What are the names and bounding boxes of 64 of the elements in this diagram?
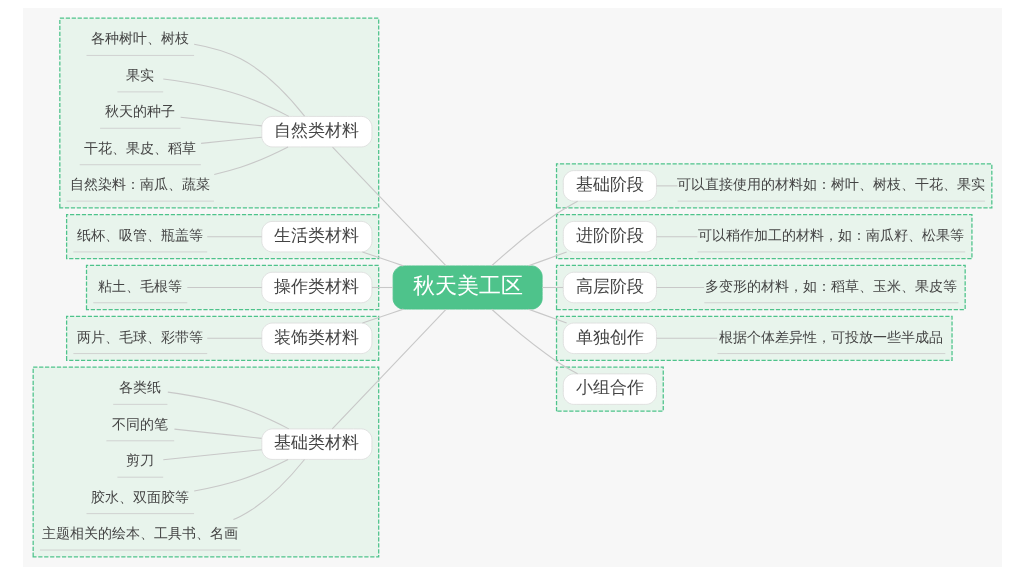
connector (206, 236, 262, 238)
node-text: 可以稍作加工的材料，如：南瓜籽、松果等 (697, 226, 964, 243)
node-text: 秋天的种子 (104, 103, 175, 120)
node-box: 秋天美工区 (392, 265, 543, 310)
connector (370, 286, 393, 289)
cluster (555, 315, 953, 361)
node-box: 单独创作 (562, 322, 657, 354)
connector (162, 78, 289, 117)
node-box: 基础阶段 (562, 170, 657, 202)
node-text: 粘土、毛根等 (97, 277, 182, 294)
cluster (58, 17, 379, 209)
connector (527, 251, 567, 267)
cluster (32, 366, 379, 558)
connector (213, 146, 289, 175)
node-text: 各种树叶、树枝 (90, 30, 189, 47)
node-text: 多变形的材料，如：稻草、玉米、果皮等 (704, 277, 957, 294)
node-text: 不同的笔 (111, 415, 168, 432)
cluster (65, 214, 379, 260)
connector (655, 236, 698, 238)
cluster (555, 264, 966, 311)
connector (541, 286, 564, 289)
cluster (555, 163, 992, 209)
connector (200, 136, 262, 144)
node-box: 生活类材料 (260, 221, 372, 253)
node-text: 主题相关的绘本、工具书、名画 (41, 525, 238, 542)
node-box: 进阶阶段 (562, 221, 657, 253)
connector (162, 449, 262, 461)
connector (655, 337, 718, 339)
cluster (555, 366, 664, 412)
node-text: 自然染料：南瓜、蔬菜 (69, 176, 210, 193)
node-text: 干花、果皮、稻草 (83, 139, 196, 156)
node-text: 两片、毛球、彩带等 (76, 328, 203, 345)
connector (490, 308, 578, 375)
connector (490, 200, 578, 267)
connector (331, 146, 447, 267)
node-box: 基础类材料 (260, 428, 372, 460)
connector (166, 391, 289, 430)
connector (527, 308, 567, 324)
connector (232, 458, 305, 521)
connector (206, 337, 262, 339)
node-text: 各类纸 (118, 379, 161, 396)
cluster (85, 264, 379, 311)
cluster (65, 315, 379, 361)
node-box: 小组合作 (562, 373, 657, 405)
connector (655, 286, 705, 289)
connector (193, 43, 305, 117)
node-box: 高层阶段 (562, 271, 657, 304)
connector (186, 286, 262, 289)
connector (193, 458, 289, 492)
node-text: 果实 (125, 66, 154, 83)
cluster (555, 214, 973, 260)
connector (331, 308, 447, 430)
connector (361, 308, 404, 324)
node-text: 剪刀 (125, 452, 154, 469)
node-box: 操作类材料 (260, 271, 372, 304)
connector (361, 251, 404, 267)
node-text: 胶水、双面胶等 (90, 488, 189, 505)
node-text: 根据个体差异性，可投放一些半成品 (718, 328, 943, 345)
node-text: 可以直接使用的材料如：树叶、树枝、干花、果实 (676, 176, 985, 193)
node-text: 纸杯、吸管、瓶盖等 (76, 226, 203, 243)
connector (173, 428, 262, 439)
node-box: 装饰类材料 (260, 322, 372, 354)
node-box: 自然类材料 (260, 116, 372, 148)
connector (179, 116, 262, 127)
